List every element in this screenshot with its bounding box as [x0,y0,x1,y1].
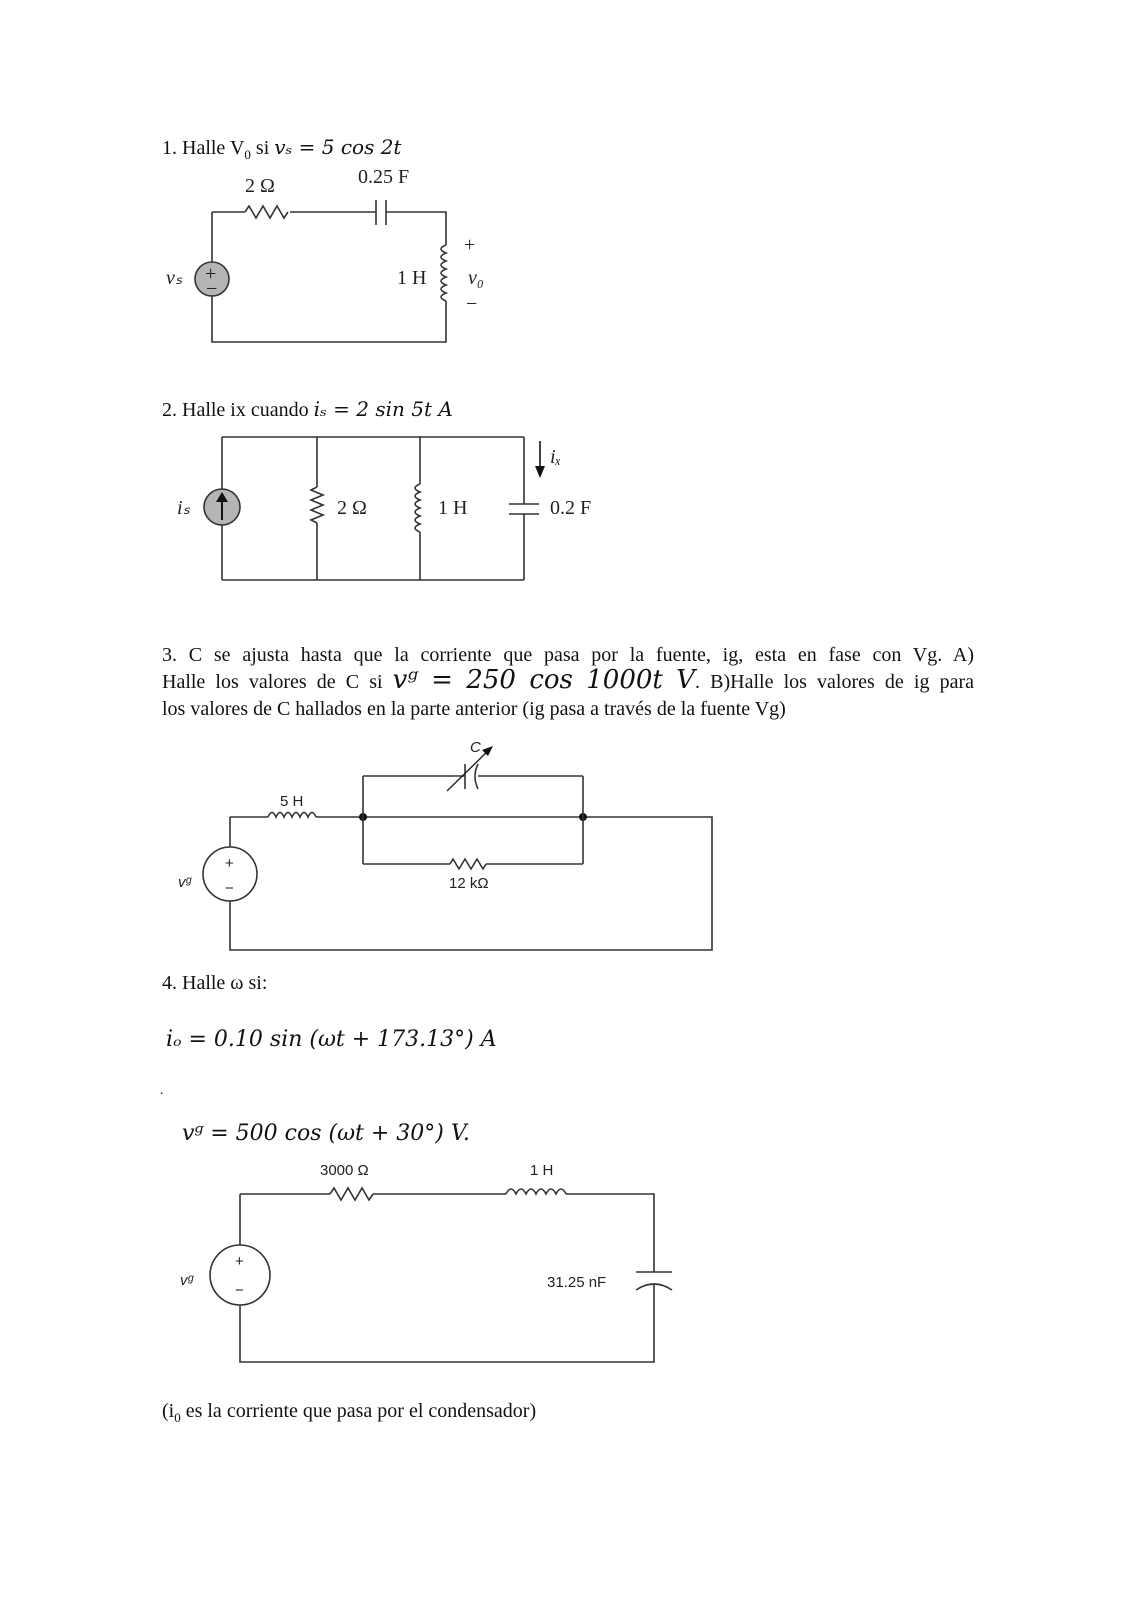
label-0.2f: 0.2 F [550,497,591,519]
label-31.25nf: 31.25 nF [547,1274,606,1291]
problem-3-line-1: 3. C se ajusta hasta que la corriente qu… [162,644,974,666]
resistor-3000ohm [329,1186,374,1202]
problem-3-line-2-a: Halle los valores de C si [162,671,393,693]
label-minus-vo: − [466,293,477,315]
note-subscript: 0 [174,1410,181,1425]
capacitor-0.2f [509,503,539,515]
label-0.25f: 0.25 F [358,166,409,188]
resistor-2ohm [308,486,326,524]
resistor-2ohm [244,204,289,220]
problem-1-subscript: 0 [244,147,251,162]
inductor-1h [505,1188,567,1196]
problem-2-prefix: 2. Halle ix cuando [162,399,314,421]
label-is: iₛ [177,497,191,519]
label-1h: 1 H [397,267,426,289]
label-c: C [470,739,481,756]
label-ix: iₓ [550,446,561,468]
voltage-source-vs [194,261,230,297]
problem-3-statement: 3. C se ajusta hasta que la corriente qu… [162,642,974,723]
problem-4-dot: . [160,1083,164,1098]
label-plus-vo: + [464,234,475,256]
voltage-source-vg [202,846,258,902]
label-2ohm: 2 Ω [337,497,367,519]
label-1h: 1 H [438,497,467,519]
label-12kohm: 12 kΩ [449,875,489,892]
arrow-down-icon [535,466,545,478]
problem-2-statement: 2. Halle ix cuando iₛ = 2 sin 5t A [162,396,453,423]
problem-3-line-2: Halle los valores de C si vᵍ = 250 cos 1… [162,667,974,696]
source-plus: + [205,263,216,285]
label-5h: 5 H [280,793,303,810]
problem-3-equation: vᵍ = 250 cos 1000t V [392,665,696,695]
problem-1-mid: si [250,137,275,159]
source-plus: + [225,855,234,872]
inductor-1h [414,483,423,533]
problem-1-equation: vₛ = 5 cos 2t [274,135,402,159]
problem-1-statement: 1. Halle V0 si vₛ = 5 cos 2t [162,134,401,168]
problem-3-line-2-b: . B)Halle los valores de ig para [695,671,974,693]
problem-4-note: (i0 es la corriente que pasa por el cond… [162,1398,536,1431]
resistor-12kohm [449,857,487,871]
label-vg: vᵍ [178,874,193,891]
inductor-1h [440,244,449,302]
label-1h: 1 H [530,1162,553,1179]
voltage-source-vg [209,1244,271,1306]
problem-4-equation-vg: vᵍ = 500 cos (ωt + 30°) V. [182,1121,470,1146]
problem-4-heading: 4. Halle ω si: [162,972,268,994]
problem-2-equation: iₛ = 2 sin 5t A [313,397,453,421]
source-plus: + [235,1253,244,1270]
note-open: (i [162,1400,175,1422]
inductor-5h [267,811,317,819]
note-text: es la corriente que pasa por el condensa… [180,1400,537,1422]
label-vo: v₀ [468,267,484,289]
problem-1-prefix: 1. Halle V [162,137,245,159]
label-vg: vᵍ [180,1272,195,1289]
problem-3-line-3: los valores de C hallados en la parte an… [162,698,786,720]
source-minus: − [225,880,234,897]
label-vs: vₛ [166,267,183,289]
problem-4-equation-io: iₒ = 0.10 sin (ωt + 173.13°) A [166,1027,497,1052]
label-2ohm: 2 Ω [245,175,275,197]
label-3000ohm: 3000 Ω [320,1162,369,1179]
source-minus: − [206,278,217,300]
source-minus: − [235,1282,244,1299]
variable-arrow-icon [482,746,493,756]
